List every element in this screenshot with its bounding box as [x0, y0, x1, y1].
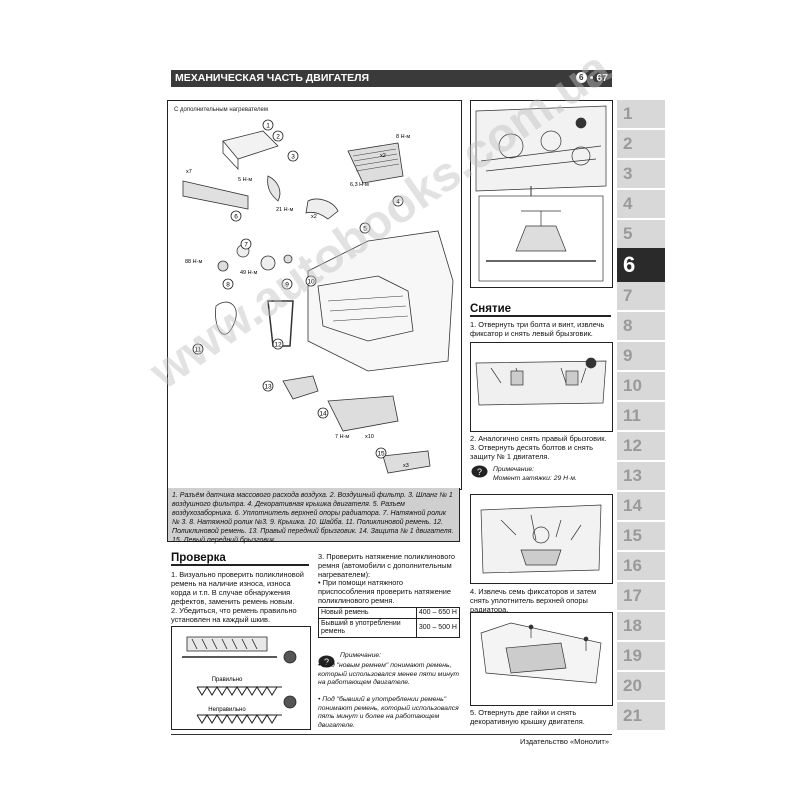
multiplier-2: x2	[380, 153, 386, 159]
table-cell: Новый ремень	[318, 607, 417, 619]
tab-3[interactable]: 3	[617, 160, 665, 188]
tab-6[interactable]: 6	[617, 248, 665, 282]
callout-10: 10	[307, 279, 315, 286]
page-number: 6• 67	[575, 70, 608, 87]
callout-9: 9	[285, 282, 289, 289]
table-cell: Бывший в употреблении ремень	[318, 618, 417, 638]
removal-title: Снятие	[470, 303, 611, 317]
exploded-view-figure: С дополнительным нагревателем	[167, 100, 462, 490]
engine-cover-figure	[470, 612, 613, 706]
callout-2: 2	[276, 134, 280, 141]
callout-7: 7	[244, 242, 248, 249]
belt-install-figure: Правильно Неправильно	[171, 626, 311, 730]
tab-17[interactable]: 17	[617, 582, 665, 610]
table-cell: 400 – 650 Н	[415, 607, 461, 619]
publisher-footer: Издательство «Монолит»	[520, 737, 609, 746]
callout-11: 11	[195, 347, 202, 354]
wrong-label: Неправильно	[208, 707, 246, 713]
removal-note-torque: Момент затяжки: 29 Н·м.	[493, 475, 577, 482]
splash-guard-drawing	[475, 357, 607, 406]
chapter-badge: 6	[575, 72, 587, 83]
removal-step-4: 4. Извлечь семь фиксаторов и затем снять…	[470, 587, 597, 614]
tab-14[interactable]: 14	[617, 492, 665, 520]
multiplier-4: x10	[365, 434, 374, 440]
torque-label-2: 5 Н·м	[238, 177, 252, 183]
callout-8: 8	[226, 282, 230, 289]
splash-guard-figure	[470, 342, 613, 432]
check-title: Проверка	[171, 552, 309, 566]
tab-20[interactable]: 20	[617, 672, 665, 700]
table-row: Бывший в употреблении ремень 300 – 500 Н	[318, 618, 461, 638]
torque-label-5: 88 Н·м	[185, 259, 202, 265]
section-title: МЕХАНИЧЕСКАЯ ЧАСТЬ ДВИГАТЕЛЯ	[175, 72, 370, 84]
tab-2[interactable]: 2	[617, 130, 665, 158]
belt-tension-figure	[470, 100, 613, 288]
torque-label-1: 8 Н·м	[396, 134, 410, 140]
tab-10[interactable]: 10	[617, 372, 665, 400]
belt-tension-drawing	[475, 105, 607, 282]
torque-label-4: 21 Н·м	[276, 207, 293, 213]
callout-12: 12	[274, 342, 282, 349]
torque-label-6: 49 Н·м	[240, 270, 257, 276]
note-label: Примечание:	[340, 652, 382, 659]
footer-divider	[171, 734, 612, 735]
multiplier-5: x3	[403, 463, 409, 469]
callout-4: 4	[396, 199, 400, 206]
note-icon: ?	[471, 465, 488, 478]
check-bullet: • При помощи натяжного приспособления пр…	[318, 578, 452, 605]
tab-13[interactable]: 13	[617, 462, 665, 490]
check-step-2: 2. Убедиться, что ремень правильно устан…	[171, 606, 297, 624]
tab-16[interactable]: 16	[617, 552, 665, 580]
check-step-1: 1. Визуально проверить поликлиновой реме…	[171, 570, 304, 606]
callout-6: 6	[234, 214, 238, 221]
note-new-belt: • Под "новым ремнем" понимают ремень, ко…	[318, 662, 460, 686]
callout-5: 5	[363, 226, 367, 233]
tab-15[interactable]: 15	[617, 522, 665, 550]
tab-5[interactable]: 5	[617, 220, 665, 248]
belt-install-drawing: Правильно Неправильно	[182, 636, 297, 724]
correct-label: Правильно	[212, 677, 243, 683]
callout-14: 14	[319, 411, 327, 418]
tab-12[interactable]: 12	[617, 432, 665, 460]
removal-step-3: 3. Отвернуть десять болтов и снять защит…	[470, 443, 593, 461]
engine-guard-drawing	[480, 504, 602, 574]
callout-13: 13	[264, 384, 272, 391]
tab-7[interactable]: 7	[617, 282, 665, 310]
note-icon: ?	[318, 655, 335, 668]
tab-8[interactable]: 8	[617, 312, 665, 340]
removal-step-1: 1. Отвернуть три болта и винт, извлечь ф…	[470, 320, 605, 338]
tab-9[interactable]: 9	[617, 342, 665, 370]
check-step-3: 3. Проверить натяжение поликлинового рем…	[318, 552, 456, 579]
engine-guard-figure	[470, 494, 613, 584]
callout-15: 15	[377, 451, 385, 458]
tab-19[interactable]: 19	[617, 642, 665, 670]
removal-step-2: 2. Аналогично снять правый брызговик.	[470, 434, 607, 443]
exploded-view-drawing: 1 2 3 4 5 6 7 8 9 10 11 12 13 14 15 8 Н·…	[182, 119, 454, 474]
callout-1: 1	[266, 123, 270, 130]
page-header: МЕХАНИЧЕСКАЯ ЧАСТЬ ДВИГАТЕЛЯ 6• 67	[171, 70, 612, 87]
note-used-belt: • Под "бывший в употреблении ремень" пон…	[318, 696, 459, 729]
torque-label-7: 7 Н·м	[335, 434, 349, 440]
callout-3: 3	[291, 154, 295, 161]
tab-21[interactable]: 21	[617, 702, 665, 730]
svg-text:?: ?	[324, 657, 329, 667]
removal-step-5: 5. Отвернуть две гайки и снять декоратив…	[470, 708, 585, 726]
tab-4[interactable]: 4	[617, 190, 665, 218]
figure-caption: 1. Разъём датчика массового расхода возд…	[167, 488, 460, 544]
removal-note-label: Примечание:	[493, 466, 535, 473]
page-number-value: 67	[596, 72, 608, 84]
tab-1[interactable]: 1	[617, 100, 665, 128]
figure-top-label: С дополнительным нагревателем	[174, 107, 268, 113]
table-row: Новый ремень 400 – 650 Н	[318, 607, 461, 619]
tension-table: Новый ремень 400 – 650 Н Бывший в употре…	[318, 607, 461, 638]
tab-11[interactable]: 11	[617, 402, 665, 430]
table-cell: 300 – 500 Н	[415, 618, 461, 638]
tab-18[interactable]: 18	[617, 612, 665, 640]
svg-text:?: ?	[477, 467, 482, 477]
multiplier-1: x7	[186, 169, 192, 175]
torque-label-3: 6,3 Н·м	[350, 182, 369, 188]
engine-cover-drawing	[480, 622, 602, 684]
multiplier-3: x2	[311, 214, 317, 220]
